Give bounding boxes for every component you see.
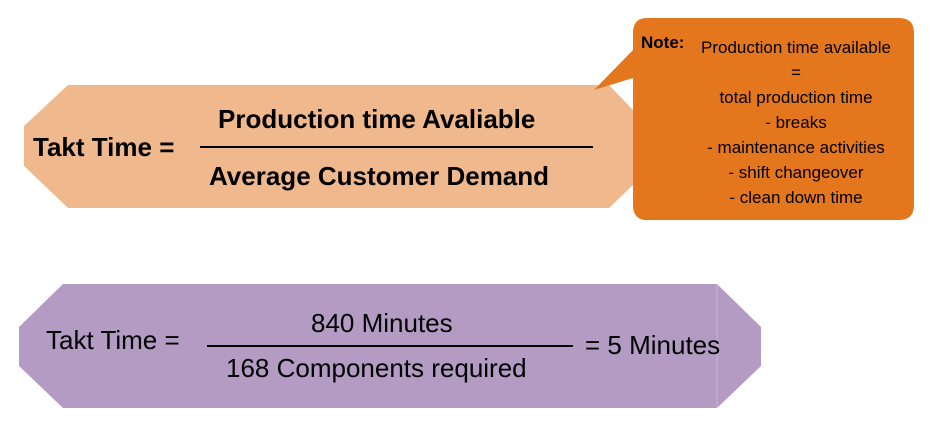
formula2-result: = 5 Minutes [585,330,721,360]
formula2-lhs: Takt Time = [46,325,180,355]
note-line: - breaks [765,113,827,132]
note-line: = [791,63,801,82]
formula2-numerator: 840 Minutes [311,308,453,338]
formula1-fraction-bar [200,146,593,148]
note-line: total production time [719,88,873,107]
note-line: Production time available [701,38,891,57]
note-body: Production time available = total produc… [681,35,911,210]
formula1-numerator: Production time Avaliable [218,104,536,134]
formula1-lhs: Takt Time = [33,132,175,162]
note-label: Note: [641,33,685,52]
formula1-denominator: Average Customer Demand [209,161,550,191]
note-line: - clean down time [729,188,863,207]
note-callout [594,18,914,220]
note-line: - maintenance activities [707,138,885,157]
formula2-fraction-bar [207,345,573,347]
formula2-denominator: 168 Components required [226,353,527,383]
note-line: - shift changeover [728,163,864,182]
